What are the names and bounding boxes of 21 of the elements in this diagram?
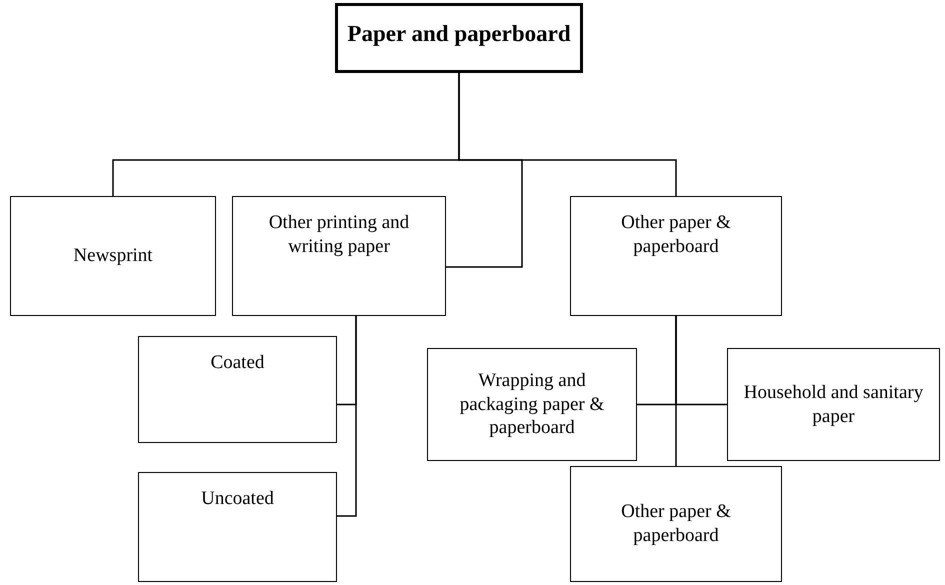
- category-box: [138, 336, 337, 443]
- category-box: [570, 466, 782, 582]
- root-box: [335, 3, 583, 73]
- category-box: [10, 196, 216, 316]
- connector-line: [458, 73, 677, 196]
- category-label: Household and sanitary paper: [742, 380, 924, 428]
- connector-line: [337, 316, 357, 517]
- connector-line: [675, 316, 677, 466]
- category-label: Wrapping and packaging paper & paperboard: [458, 368, 606, 440]
- category-label: Coated: [210, 351, 264, 375]
- category-label: Uncoated: [201, 487, 274, 511]
- category-box: [427, 348, 637, 461]
- category-box: [727, 348, 940, 461]
- category-box: [570, 196, 782, 316]
- category-box: [232, 196, 446, 316]
- category-label: Other paper & paperboard: [620, 211, 732, 258]
- category-box: [138, 472, 337, 582]
- category-label: Paper and paperboard: [347, 20, 571, 48]
- category-label: Other printing and writing paper: [268, 211, 410, 258]
- category-label: Newsprint: [73, 244, 153, 268]
- category-label: Other paper & paperboard: [620, 500, 732, 548]
